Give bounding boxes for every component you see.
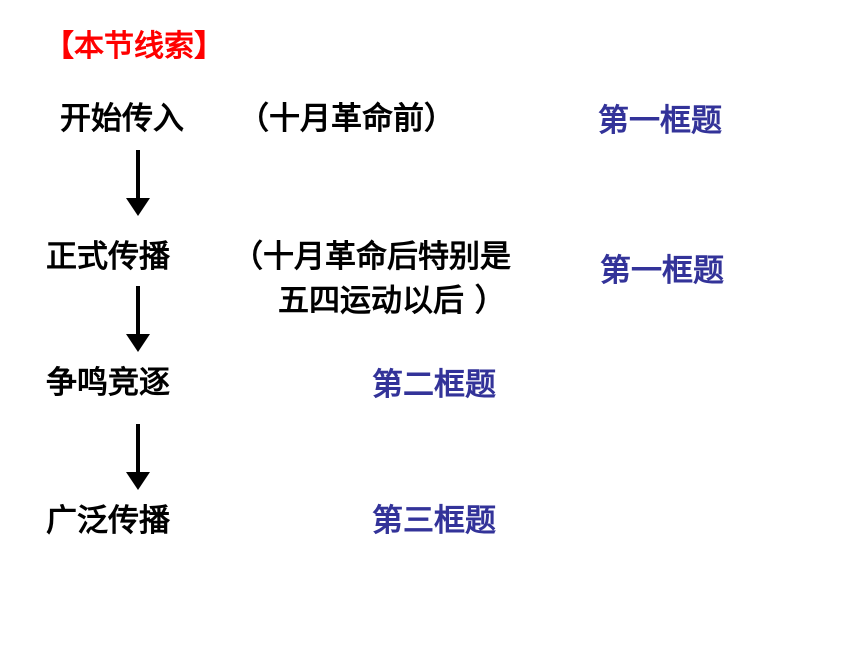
section-title: 【本节线索】 (44, 29, 224, 64)
stage-4-label: 广泛传播 (46, 503, 170, 539)
stage-4-tag: 第三框题 (372, 503, 496, 539)
stage-1-tag: 第一框题 (598, 103, 722, 139)
down-arrow-icon (126, 150, 150, 216)
stage-2-tag: 第一框题 (600, 253, 724, 289)
stage-3-tag: 第二框题 (372, 367, 496, 403)
down-arrow-icon (126, 424, 150, 490)
down-arrow-icon (126, 286, 150, 352)
stage-2-note-line1: （十月革命后特别是 (232, 239, 511, 275)
stage-2-label: 正式传播 (46, 239, 170, 275)
stage-2-note-line2: 五四运动以后 ） (278, 283, 506, 319)
stage-3-label: 争鸣竞逐 (46, 365, 170, 401)
stage-1-label: 开始传入 (60, 101, 184, 137)
stage-1-note: （十月革命前） (238, 101, 455, 137)
